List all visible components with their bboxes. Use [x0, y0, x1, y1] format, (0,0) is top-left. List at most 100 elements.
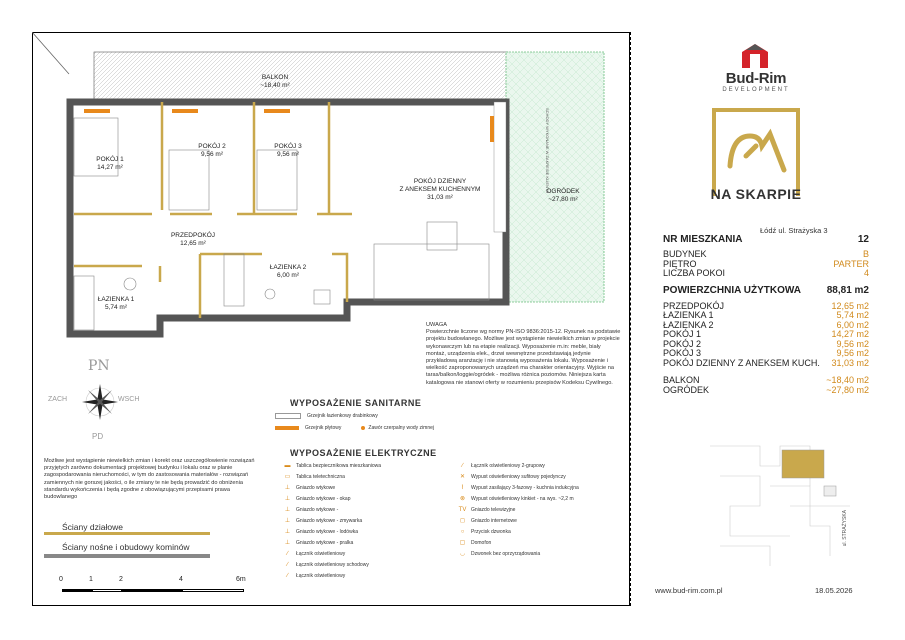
socket-fridge-icon: ⊥ [284, 529, 291, 535]
electrical-item: ◡Dzwonek bez oprzyrządowania [459, 550, 541, 558]
outdoor-area-row: BALKON~18,40 m2 [663, 375, 869, 385]
radiator-3 [264, 109, 290, 113]
label-lazienka1: ŁAZIENKA 1 5,74 m² [86, 296, 146, 312]
room-name: PRZEDPOKÓJ [170, 232, 216, 239]
garden-area [505, 51, 605, 303]
label-pokoj3: POKÓJ 3 9,56 m² [258, 143, 318, 159]
radiator-4 [490, 116, 494, 142]
na-skarpie-logo-icon [712, 108, 800, 196]
room-name: ŁAZIENKA 1 [97, 296, 135, 303]
notes-block: UWAGA Powierzchnie liczone wg normy PN-I… [426, 322, 622, 387]
radiator-1 [84, 109, 110, 113]
electrical-item: ▢Domofon [459, 539, 492, 547]
room-name: BALKON [261, 74, 289, 81]
electrical-item: ▬Tablica bezpiecznikowa mieszkaniowa [284, 462, 382, 469]
water-valve-icon [361, 425, 366, 430]
electrical-item: ⊥Gniazdo wtykowe - [284, 506, 339, 514]
switch-icon: ∕ [286, 550, 288, 557]
room-area: 9,56 m² [200, 151, 224, 158]
key-plan [710, 445, 850, 566]
socket-hood-icon: ⊥ [284, 496, 291, 502]
scale-6: 6m [236, 576, 246, 583]
scale-1: 1 [89, 576, 93, 583]
room-name: OGRÓDEK [546, 188, 580, 195]
doorbell-button-icon: ○ [460, 528, 465, 535]
legend-structural-label: Ściany nośne i obudowy kominów [62, 542, 190, 552]
room-name: ŁAZIENKA 2 [269, 264, 307, 271]
electrical-item: ∕Łącznik oświetleniowy [283, 570, 453, 581]
telecom-board-icon: ▭ [284, 474, 291, 480]
brand-name: Bud-Rim [725, 70, 787, 87]
wall-light-icon: ⊗ [459, 496, 466, 502]
ceiling-light-icon: ✕ [459, 474, 466, 480]
electrical-item: ○Przycisk dzwonka [458, 526, 623, 537]
three-phase-outlet-icon: ⌇ [461, 485, 464, 491]
notes-title: UWAGA [426, 322, 447, 328]
room-name-2: Z ANEKSEM KUCHENNYM [399, 186, 481, 193]
electrical-item: ⊥Gniazdo wtykowe - lodówka [284, 528, 358, 536]
electrical-item: ◻Gniazdo internetowe [460, 517, 517, 525]
compass-e: WSCH [118, 396, 140, 403]
label-balkon: BALKON ~18,40 m² [220, 74, 330, 90]
compass-rose-icon [82, 384, 118, 420]
floor-plan [32, 32, 605, 338]
outdoor-area-row: OGRÓDEK~27,80 m2 [663, 384, 869, 395]
notes-text: Powierzchnie liczone wg normy PN-ISO 983… [426, 329, 621, 386]
bud-rim-logo-icon [742, 44, 768, 68]
room-area: ~27,80 m² [548, 196, 578, 203]
stair-switch-icon: ∕ [286, 561, 288, 568]
socket-dishwasher-icon: ⊥ [284, 518, 291, 524]
website-link[interactable]: www.bud-rim.com.pl [655, 586, 723, 595]
room-area: 12,65 m² [180, 240, 206, 247]
scale-2: 2 [119, 576, 123, 583]
keyplan-street: ul. STRAŻYSKA [842, 510, 848, 547]
doorbell-icon: ◡ [459, 551, 466, 557]
compass-s: PD [92, 432, 104, 441]
electrical-item: ⊥Gniazdo wtykowe [284, 484, 336, 492]
electrical-item: ⊥Gniazdo wtykowe - pralka [284, 539, 354, 547]
electrical-item: ▭Tablica teletechniczna [284, 473, 345, 481]
electrical-item: ∕Łącznik oświetleniowy [283, 548, 453, 559]
room-area: 5,74 m² [104, 304, 128, 311]
room-area: 6,00 m² [276, 272, 300, 279]
socket-washer-icon: ⊥ [284, 540, 291, 546]
room-name: POKÓJ 3 [274, 143, 302, 150]
radiator-2 [172, 109, 198, 113]
scale-4: 4 [179, 576, 183, 583]
label-przedpokoj: PRZEDPOKÓJ 12,65 m² [158, 232, 228, 248]
electrical-title: WYPOSAŻENIE ELEKTRYCZNE [290, 448, 437, 458]
room-name: POKÓJ DZIENNY [413, 178, 467, 185]
switch-icon: ∕ [286, 572, 288, 579]
highlighted-building [781, 449, 825, 479]
fuse-board-icon: ▬ [284, 462, 291, 469]
panel-radiator-icon [275, 425, 299, 430]
socket-icon: ⊥ [284, 507, 291, 513]
issue-date: 18.05.2026 [815, 586, 853, 595]
intercom-icon: ▢ [459, 540, 466, 546]
scale-0: 0 [59, 576, 63, 583]
electrical-col2: ∕Łącznik oświetleniowy 2-grupowy ✕Wypust… [458, 460, 623, 559]
room-name: POKÓJ 1 [96, 156, 124, 163]
label-lazienka2: ŁAZIENKA 2 6,00 m² [258, 264, 318, 280]
socket-icon: ⊥ [284, 485, 291, 491]
label-pokoj2: POKÓJ 2 9,56 m² [182, 143, 242, 159]
double-switch-icon: ∕ [461, 462, 463, 469]
ladder-radiator-icon [275, 412, 301, 419]
tv-socket-icon: TV [458, 506, 467, 513]
label-dzienny: POKÓJ DZIENNY Z ANEKSEM KUCHENNYM 31,03 … [385, 178, 495, 202]
brand-sub: DEVELOPMENT [722, 87, 790, 93]
balcony-area [93, 51, 509, 103]
scale-bar [62, 589, 244, 592]
electrical-item: ⊗Wypust oświetleniowy kinkiet - na wys. … [459, 495, 574, 503]
